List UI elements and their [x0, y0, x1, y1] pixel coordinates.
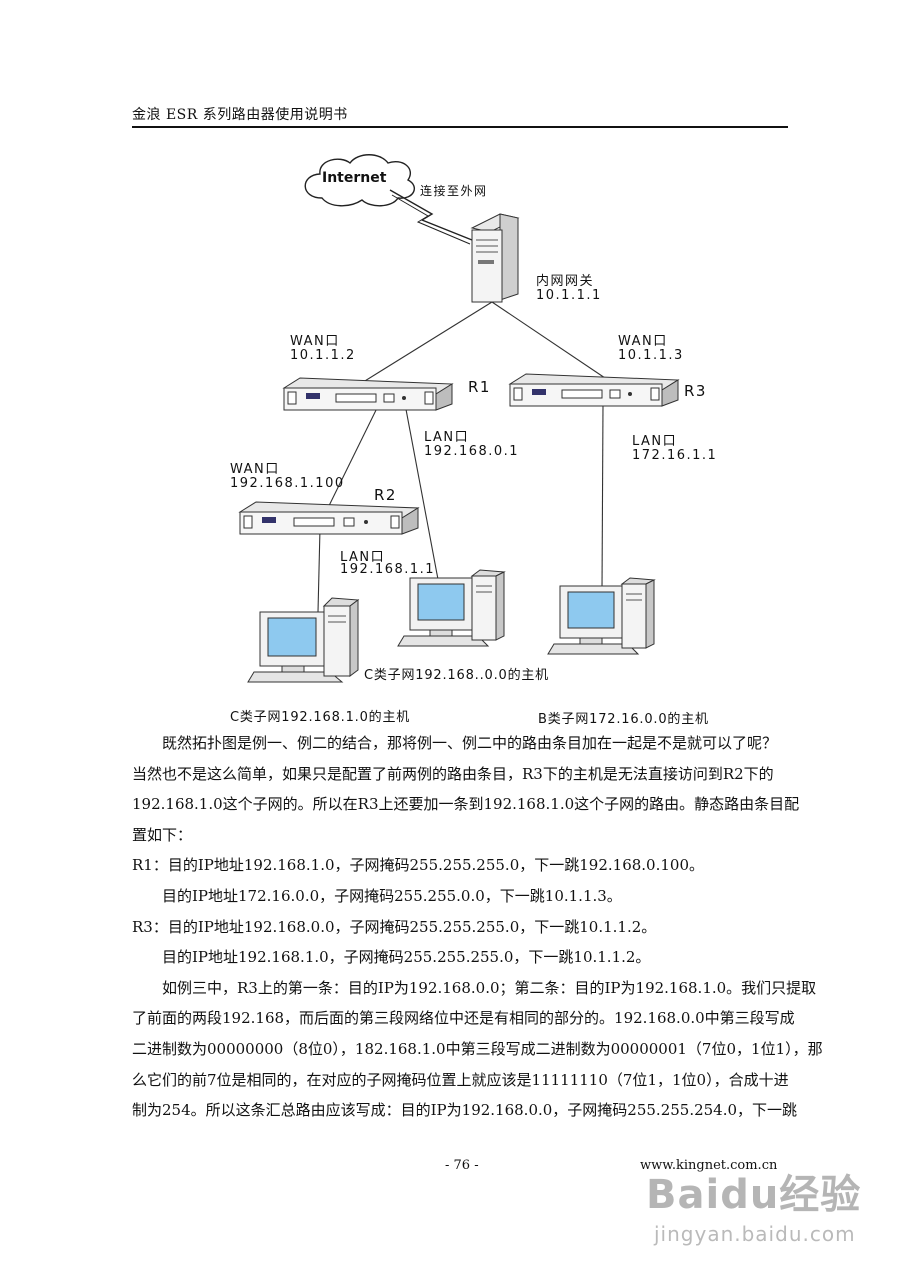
internet-cloud-icon — [304, 154, 416, 207]
paragraph-line: 置如下： — [132, 825, 193, 844]
router-r2-icon — [238, 501, 420, 535]
body-text: 既然拓扑图是例一、例二的结合，那将例一、例二中的路由条目加在一起是不是就可以了呢… — [132, 728, 823, 1126]
host-pc-c-subnet-1-icon — [247, 597, 360, 683]
r3-lan-label: LAN口 — [632, 434, 678, 449]
router-r1-icon — [282, 377, 454, 411]
gateway-label: 内网网关 — [536, 274, 595, 289]
host-pc-c-subnet-0-icon — [397, 569, 506, 647]
header-rule — [132, 126, 788, 128]
caption-c-subnet-0: C类子网192.168..0.0的主机 — [364, 668, 549, 683]
route-r1-line-2: 目的IP地址172.16.0.0，子网掩码255.255.0.0，下一跳10.1… — [162, 886, 622, 905]
r2-wan-label: WAN口 — [230, 462, 280, 477]
r2-lan-ip: 192.168.1.1 — [340, 562, 436, 577]
r1-name: R1 — [468, 378, 491, 396]
footer-url: www.kingnet.com.cn — [640, 1158, 778, 1173]
paragraph-line: 当然也不是这么简单，如果只是配置了前两例的路由条目，R3下的主机是无法直接访问到… — [132, 764, 774, 783]
paragraph-line: 制为254。所以这条汇总路由应该写成：目的IP为192.168.0.0，子网掩码… — [132, 1101, 798, 1120]
caption-c-subnet-1: C类子网192.168.1.0的主机 — [230, 710, 411, 725]
host-pc-b-subnet-icon — [547, 577, 656, 655]
caption-b-subnet: B类子网172.16.0.0的主机 — [538, 712, 709, 727]
r2-name: R2 — [374, 486, 397, 504]
paragraph-line: 么它们的前7位是相同的，在对应的子网掩码位置上就应该是11111110（7位1，… — [132, 1070, 789, 1089]
r3-lan-ip: 172.16.1.1 — [632, 448, 718, 463]
r2-wan-ip: 192.168.1.100 — [230, 476, 345, 491]
page-number: - 76 - — [445, 1158, 479, 1173]
r1-wan-label: WAN口 — [290, 334, 340, 349]
route-r3-line-2: 目的IP地址192.168.1.0，子网掩码255.255.255.0，下一跳1… — [162, 948, 651, 967]
network-topology-diagram — [238, 154, 680, 683]
r1-wan-ip: 10.1.1.2 — [290, 348, 356, 363]
route-r3-line-1: R3：目的IP地址192.168.0.0，子网掩码255.255.255.0，下… — [132, 917, 657, 936]
r3-name: R3 — [684, 382, 707, 400]
gateway-ip: 10.1.1.1 — [536, 288, 602, 303]
r3-wan-label: WAN口 — [618, 334, 668, 349]
r1-lan-label: LAN口 — [424, 430, 470, 445]
paragraph-line: 如例三中，R3上的第一条：目的IP为192.168.0.0；第二条：目的IP为1… — [162, 978, 817, 997]
route-r1-line-1: R1：目的IP地址192.168.1.0，子网掩码255.255.255.0，下… — [132, 856, 704, 875]
paragraph-line: 192.168.1.0这个子网的。所以在R3上还要加一条到192.168.1.0… — [132, 795, 800, 814]
internet-label: Internet — [322, 170, 387, 186]
paragraph-line: 二进制数为00000000（8位0），182.168.1.0中第三段写成二进制数… — [132, 1039, 823, 1058]
r3-wan-ip: 10.1.1.3 — [618, 348, 684, 363]
connect-external-label: 连接至外网 — [420, 184, 488, 198]
router-r3-icon — [508, 373, 680, 407]
baidu-watermark-logo: Baidu经验 — [646, 1172, 862, 1218]
paragraph-line: 了前面的两段192.168，而后面的第三段网络位中还是有相同的部分的。192.1… — [132, 1009, 795, 1028]
gateway-server-icon — [470, 213, 520, 303]
baidu-watermark-url: jingyan.baidu.com — [654, 1222, 856, 1246]
document-header: 金浪 ESR 系列路由器使用说明书 — [132, 107, 348, 123]
paragraph-line: 既然拓扑图是例一、例二的结合，那将例一、例二中的路由条目加在一起是不是就可以了呢… — [162, 734, 778, 752]
r1-lan-ip: 192.168.0.1 — [424, 444, 520, 459]
r2-lan-label: LAN口 — [340, 550, 386, 565]
